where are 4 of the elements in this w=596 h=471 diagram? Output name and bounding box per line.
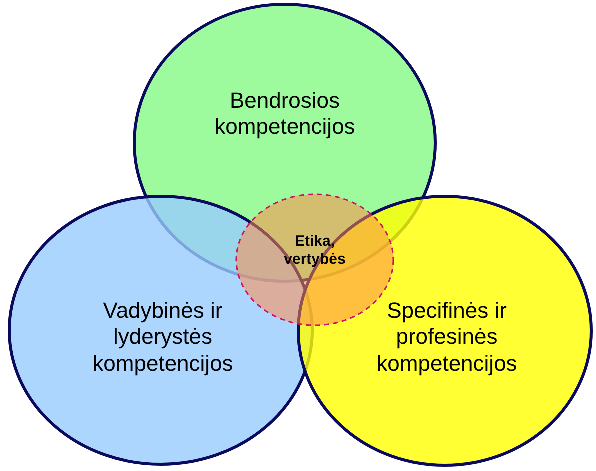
circle-label: Bendrosios kompetencijos [214, 88, 356, 141]
circle-label: Vadybinės ir lyderystės kompetencijos [92, 298, 234, 378]
circle-label: Etika, vertybės [283, 233, 347, 269]
circle-label: Specifinės ir profesinės kompetencijos [376, 298, 518, 378]
